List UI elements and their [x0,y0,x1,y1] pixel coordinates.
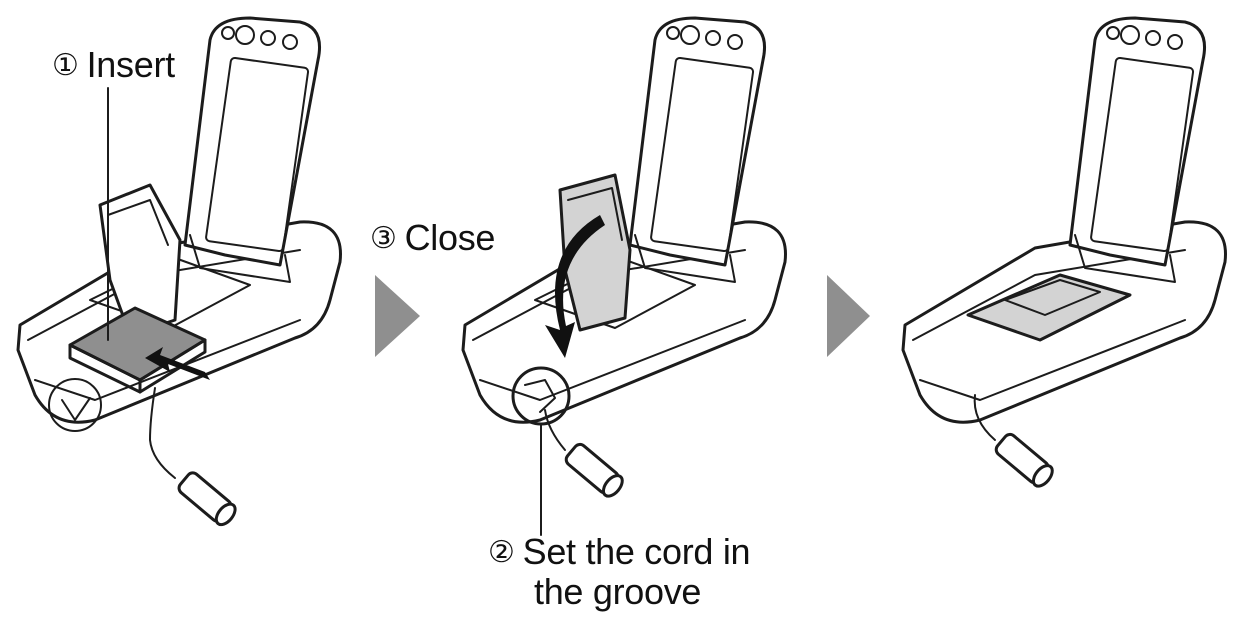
step-arrow-1 [375,275,420,357]
camera-panel-2 [463,18,786,535]
camera-panel-3 [903,18,1226,490]
cord-1 [150,388,175,478]
step-3-number: ③ [370,222,397,255]
step-1-number: ① [52,49,79,82]
step-2-number: ② [488,536,515,569]
cord-plug-3 [994,432,1056,490]
camera-panel-1 [18,18,341,528]
step-3-text: Close [405,217,496,258]
step-2-text-line2: the groove [488,573,750,610]
step-2-text-line1: Set the cord in [523,531,751,572]
cord-plug-1 [177,470,239,528]
step-1-text: Insert [87,44,175,85]
cord-plug-2 [564,442,626,500]
step-arrow-2 [827,275,870,357]
